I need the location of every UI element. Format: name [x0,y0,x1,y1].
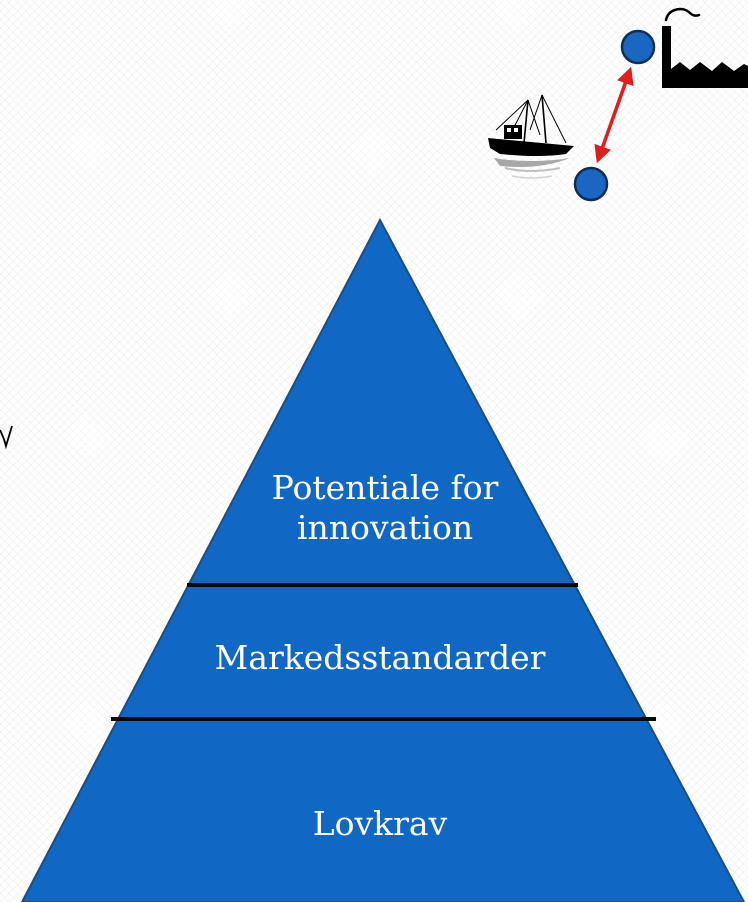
node-upper [620,29,656,65]
fishing-boat-icon [488,94,574,179]
tier-label-innovation-line1: Potentiale for [271,468,499,507]
node-lower [573,166,609,202]
tier-label-legal-requirements: Lovkrav [312,804,448,843]
connector-arrow [594,66,634,164]
left-edge-fragment [0,425,13,450]
tier-label-market-standards: Markedsstandarder [214,638,546,677]
factory-icon [662,7,748,88]
pyramid-shape [20,217,746,902]
tier-label-innovation: Potentiale for innovation [200,468,570,549]
tier-label-innovation-line2: innovation [296,508,474,548]
